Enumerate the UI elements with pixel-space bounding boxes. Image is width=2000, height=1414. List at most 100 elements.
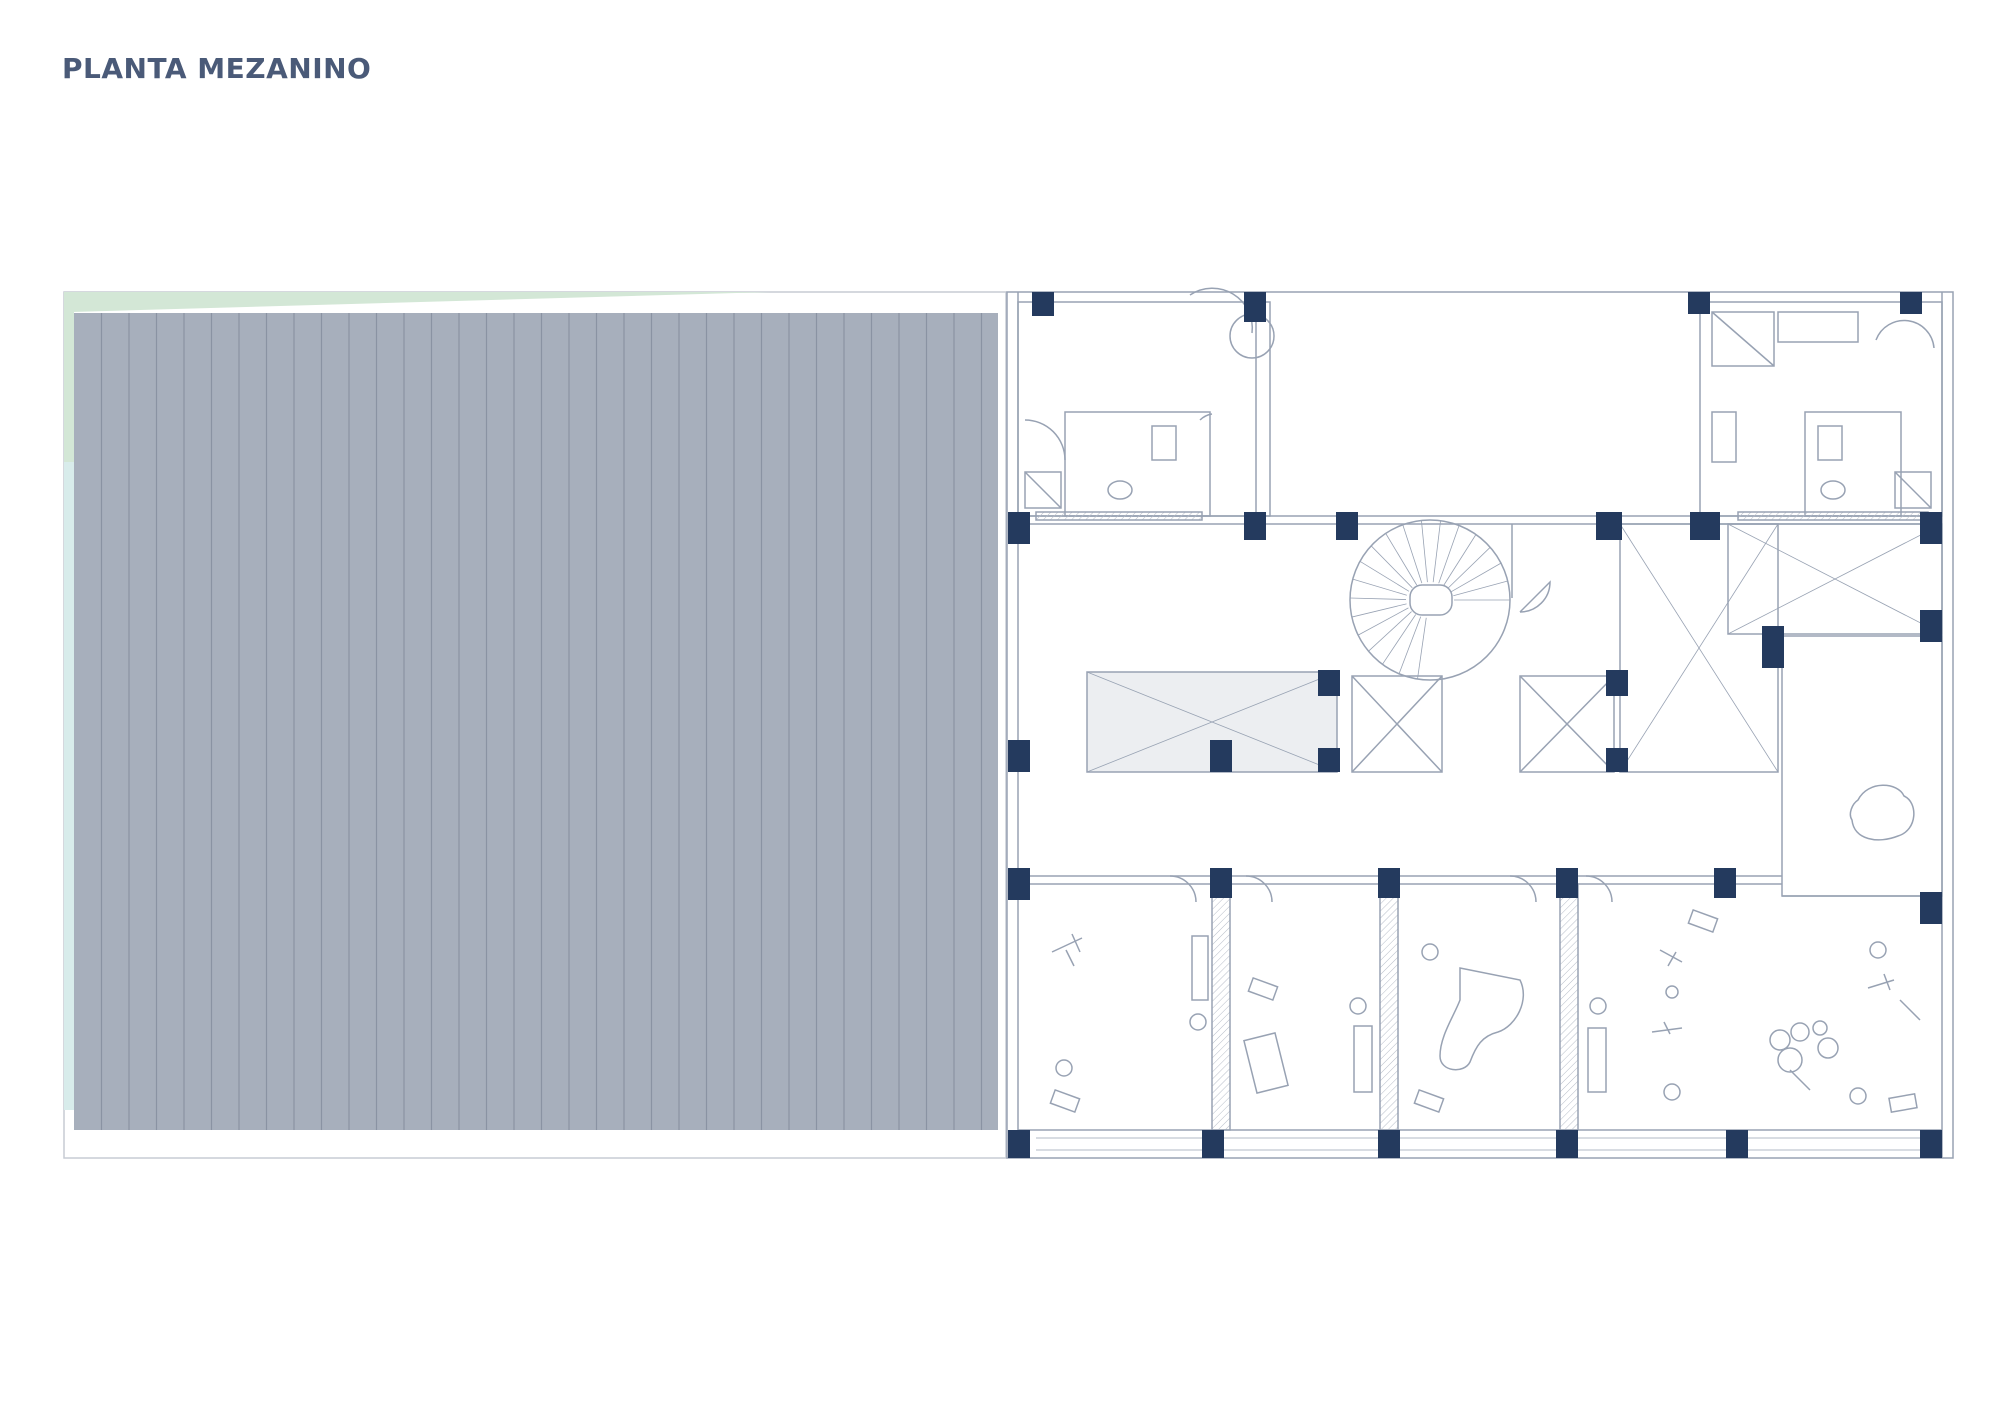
stair-tread [1432,520,1441,583]
column [1606,748,1628,772]
roof-area [63,291,1007,1159]
page-title: PLANTA MEZANINO [62,52,372,85]
column [1688,292,1710,314]
column [1920,610,1942,642]
column [1336,512,1358,540]
column [1900,292,1922,314]
stair-tread [1453,580,1508,597]
green-edge [64,292,74,462]
column [1762,626,1784,668]
column [1244,292,1266,322]
atrium-void-right [1727,523,1943,635]
hatched-wall [1035,511,1203,521]
east-lounge [1781,635,1943,897]
column [1008,868,1030,900]
stool-icon [1189,1013,1207,1031]
sink-icon [1817,425,1843,461]
stair-tread [1370,545,1413,589]
kitchen-sink [1777,311,1859,343]
column [1210,868,1232,898]
building-outline [1006,291,1954,1159]
music-stand-icon [1888,1092,1918,1114]
stair-tread [1350,597,1407,600]
column [1726,1130,1748,1158]
door-swing [1169,875,1197,903]
column [1556,1130,1578,1158]
shower-icon [1024,471,1062,509]
column [1690,512,1720,540]
stool-icon [1421,943,1439,961]
stair-tread [1385,533,1418,586]
door-swing [1199,413,1213,421]
column [1244,512,1266,540]
column [1920,1130,1942,1158]
stool-icon [1665,985,1679,999]
bench-icon [1587,1027,1607,1093]
green-strip [64,292,770,312]
spiral-stair-icon [1189,287,1254,334]
column [1008,740,1030,772]
column [1210,740,1232,772]
column [1596,512,1622,540]
sink-icon [1151,425,1177,461]
partition-wall-2 [1379,883,1399,1131]
toilet-icon [1820,480,1846,500]
corrugated-roof [74,313,998,1130]
stool-icon [1589,997,1607,1015]
spiral-stair-icon [1875,319,1935,349]
stair-tread [1443,534,1477,586]
hatched-wall [1737,511,1929,521]
music-stand-icon [1413,1089,1445,1113]
column [1008,512,1030,544]
stair-tread [1421,520,1428,583]
column [1378,1130,1400,1158]
bench-icon [1191,935,1209,1001]
music-stand-icon [1049,1089,1081,1113]
structural-columns [1008,292,1942,1158]
keyboard-icon [1243,1032,1289,1094]
partition-wall-1 [1211,883,1231,1131]
counter-diagonal [1711,311,1775,367]
door-swing [1585,875,1613,903]
stool-icon [1663,1083,1681,1101]
lounge-rock-icon [1849,784,1915,841]
shower-diagonal [1024,471,1062,509]
column [1556,868,1578,898]
column [1920,512,1942,544]
column [1606,670,1628,696]
toilet-icon [1107,480,1133,500]
column [1378,868,1400,898]
stool-icon [1849,1087,1867,1105]
door-swing [1245,875,1273,903]
grand-piano-icon [1439,967,1525,1071]
door-swing [1509,875,1537,903]
music-stand-icon [1651,1021,1683,1035]
building [1006,287,1954,1159]
stair-tread [1417,617,1427,680]
column [1032,292,1054,316]
shower-icon [1894,471,1932,509]
stair-tread [1447,547,1491,589]
stool-icon [1869,941,1887,959]
elevator-left [1351,675,1443,773]
drum-kit-icon [1769,1020,1839,1091]
stool-icon [1349,997,1367,1015]
stair-tread [1352,578,1407,596]
stool-icon [1055,1059,1073,1077]
music-stand-icon [1247,977,1279,1001]
kitchen-counter [1711,311,1775,367]
stair-treads [1350,520,1510,680]
stair-tread [1351,603,1407,618]
stair-tread [1368,611,1412,652]
stair-tread [1402,524,1423,584]
stair-tread [1357,607,1409,636]
music-stand-icon [1659,949,1683,967]
bathroom-wing-left [1017,301,1271,517]
partition-wall-3 [1559,883,1579,1131]
roof-ribs [100,313,983,1130]
stair-tread [1438,525,1460,584]
stair-tread [1359,561,1410,592]
shower-diagonal [1894,471,1932,509]
elevator-right [1519,675,1615,773]
